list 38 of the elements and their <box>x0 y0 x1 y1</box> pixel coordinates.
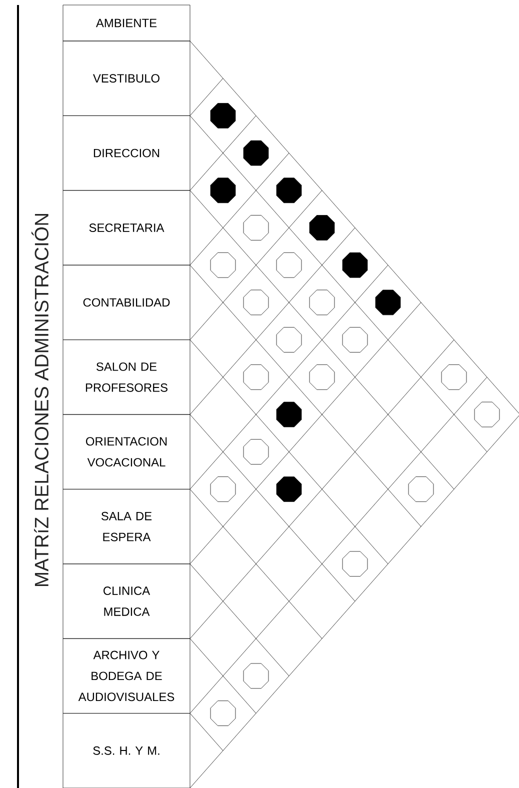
solid-octagon-mark <box>276 402 302 428</box>
open-octagon-mark <box>441 364 467 390</box>
room-cell: ORIENTACION VOCACIONAL <box>62 414 190 490</box>
open-octagon-mark <box>342 327 368 352</box>
open-octagon-mark <box>276 327 302 352</box>
room-cell: SALON DE PROFESORES <box>62 340 190 415</box>
solid-octagon-mark <box>276 178 302 204</box>
solid-octagon-mark <box>243 140 269 166</box>
solid-octagon-mark <box>342 252 368 278</box>
open-octagon-mark <box>276 252 302 278</box>
open-octagon-mark <box>243 364 269 390</box>
open-octagon-mark <box>210 700 236 726</box>
open-octagon-mark <box>243 439 269 465</box>
open-octagon-mark <box>408 476 434 502</box>
room-cell: CLINICA MEDICA <box>62 564 190 639</box>
vertical-title: MATRíZ RELACIONES ADMINISTRACIÓN <box>31 214 49 586</box>
room-cell: S.S. H. Y M. <box>62 713 190 788</box>
header-cell: AMBIENTE <box>62 4 190 42</box>
room-cell: CONTABILIDAD <box>62 264 190 340</box>
open-octagon-mark <box>309 290 335 316</box>
solid-octagon-mark <box>375 290 401 316</box>
solid-octagon-mark <box>309 215 335 240</box>
open-octagon-mark <box>474 402 500 428</box>
open-octagon-mark <box>243 215 269 240</box>
open-octagon-mark <box>243 663 269 689</box>
solid-octagon-mark <box>210 103 236 128</box>
open-octagon-mark <box>210 476 236 502</box>
room-cell: DIRECCION <box>62 116 190 191</box>
room-cell: ARCHIVO Y BODEGA DE AUDIOVISUALES <box>62 638 190 714</box>
open-octagon-mark <box>210 252 236 278</box>
room-cell: SALA DE ESPERA <box>62 489 190 564</box>
open-octagon-mark <box>309 364 335 390</box>
solid-octagon-mark <box>210 178 236 204</box>
room-cell: VESTIBULO <box>62 40 190 116</box>
open-octagon-mark <box>342 551 368 577</box>
open-octagon-mark <box>243 290 269 316</box>
solid-octagon-mark <box>276 476 302 502</box>
room-cell: SECRETARIA <box>62 190 190 266</box>
